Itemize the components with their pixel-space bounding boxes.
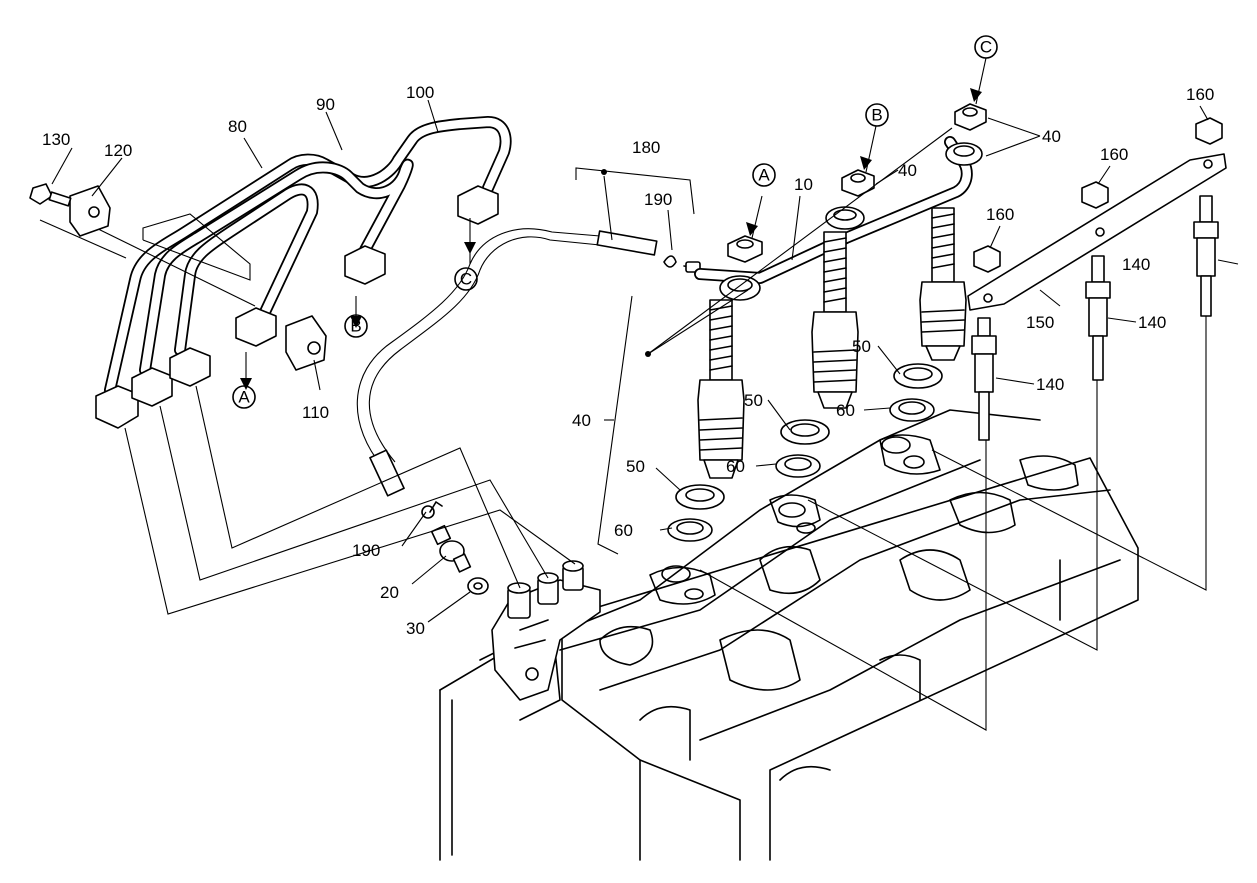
callout-190-bottom: 190	[352, 541, 380, 560]
glow-plug-3	[1193, 195, 1219, 317]
reference-letter-b: B	[871, 106, 882, 125]
callout-140-left: 140	[1036, 375, 1064, 394]
clip-190	[663, 255, 701, 273]
reference-letter-a: A	[758, 166, 770, 185]
callout-190-top: 190	[644, 190, 672, 209]
callout-labels: 130 120 80 90 100 110 180 190 190 10 20 …	[42, 83, 1214, 638]
injection-pipes	[104, 116, 512, 396]
callout-160-middle: 160	[1100, 145, 1128, 164]
reference-letter-a: A	[238, 388, 250, 407]
injector-1	[697, 299, 745, 479]
nuts-160	[973, 117, 1223, 273]
callout-50-right: 50	[852, 337, 871, 356]
leak-off-pipe-10	[694, 136, 983, 301]
callout-180: 180	[632, 138, 660, 157]
callout-160-left: 160	[986, 205, 1014, 224]
injector-3	[919, 207, 967, 361]
glow-plug-2	[1085, 255, 1111, 381]
callout-90: 90	[316, 95, 335, 114]
callout-10: 10	[794, 175, 813, 194]
callout-120: 120	[104, 141, 132, 160]
injector-2	[811, 231, 859, 409]
overflow-fitting-20	[421, 501, 472, 573]
reference-letter-c: C	[460, 270, 472, 289]
glow-plug-1	[971, 317, 997, 441]
leader-lines	[51, 57, 1239, 623]
bolt-130	[29, 183, 72, 207]
reference-mark-b-pipe: B	[344, 314, 368, 338]
callout-150: 150	[1026, 313, 1054, 332]
callout-50-middle: 50	[744, 391, 763, 410]
clamp-110	[285, 315, 327, 371]
reference-letter-c: C	[980, 38, 992, 57]
callout-130: 130	[42, 130, 70, 149]
reference-mark-a-leakoff: A	[752, 163, 776, 187]
callout-140-right: 140	[1122, 255, 1150, 274]
cylinder-head	[439, 409, 1139, 861]
reference-mark-b-leakoff: B	[865, 103, 889, 127]
reference-letter-b: B	[350, 317, 361, 336]
eyebolt-nuts-40	[727, 103, 987, 263]
callout-40-right: 40	[1042, 127, 1061, 146]
callout-110: 110	[302, 403, 329, 422]
reference-mark-c-pipe: C	[454, 267, 478, 291]
callout-40-left: 40	[572, 411, 591, 430]
leader-arrowheads	[240, 88, 982, 390]
callout-140-middle: 140	[1138, 313, 1166, 332]
reference-mark-a-pipe: A	[232, 385, 256, 409]
callout-20: 20	[380, 583, 399, 602]
callout-60-left: 60	[614, 521, 633, 540]
glow-plug-connector-150	[967, 153, 1227, 311]
injection-pump	[491, 560, 601, 701]
assembly-guide-lines-head	[597, 127, 1207, 731]
leak-off-hose	[356, 228, 658, 497]
callout-100: 100	[406, 83, 434, 102]
callout-60-right: 60	[836, 401, 855, 420]
pipe-nuts	[95, 185, 499, 429]
callout-160-right: 160	[1186, 85, 1214, 104]
callout-40-middle: 40	[898, 161, 917, 180]
callout-50-left: 50	[626, 457, 645, 476]
clamp-120	[69, 185, 111, 237]
callout-30: 30	[406, 619, 425, 638]
callout-80: 80	[228, 117, 247, 136]
assembly-guide-lines-pump	[39, 213, 576, 615]
reference-mark-c-leakoff: C	[974, 35, 998, 59]
callout-60-middle: 60	[726, 457, 745, 476]
washer-30	[467, 577, 489, 595]
washers	[667, 363, 943, 542]
